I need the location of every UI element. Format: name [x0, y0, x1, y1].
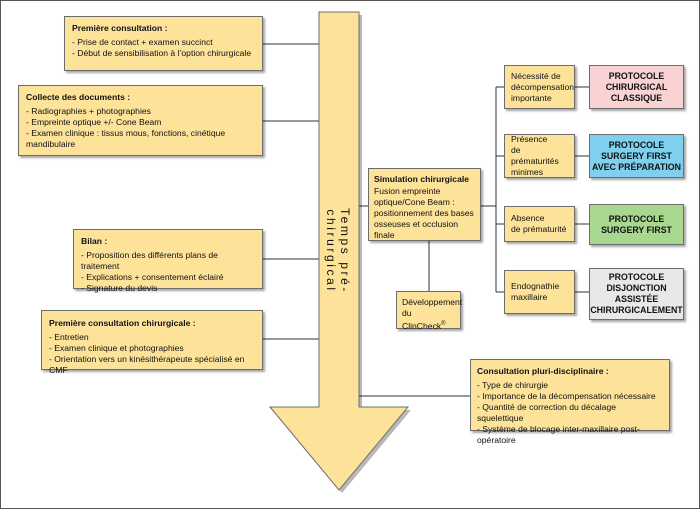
premiere-consultation-chirurgicale-box: Première consultation chirurgicale : Ent… — [41, 310, 263, 375]
bilan-item: Proposition des différents plans de trai… — [81, 250, 255, 272]
timeline-label: Temps pré-chirurgical — [324, 207, 352, 295]
simulation-title: Simulation chirurgicale — [374, 174, 470, 184]
consultation-pluri-item: Importance de la décompensation nécessai… — [477, 391, 663, 402]
condition-absence-prematurite: Absence de prématurité — [504, 206, 575, 242]
protocol-chirurgical-classique: PROTOCOLE CHIRURGICAL CLASSIQUE — [589, 65, 684, 109]
simulation-box: Simulation chirurgicale Fusion empreinte… — [368, 168, 481, 241]
premiere-consultation-chirurgicale-item: Orientation vers un kinésithérapeute spé… — [49, 354, 255, 376]
premiere-consultation-item: Début de sensibilisation à l’option chir… — [72, 48, 255, 59]
registered-mark: ® — [441, 321, 446, 327]
protocol-surgery-first-preparation: PROTOCOLE SURGERY FIRST AVEC PRÉPARATION — [589, 134, 684, 178]
collecte-documents-box: Collecte des documents : Radiographies +… — [18, 85, 263, 156]
collecte-documents-item: Examen clinique : tissus mous, fonctions… — [26, 128, 255, 150]
premiere-consultation-title: Première consultation : — [72, 23, 168, 33]
bilan-item: Explications + consentement éclairé — [81, 272, 255, 283]
simulation-text: Fusion empreinte optique/Cone Beam : pos… — [374, 186, 474, 240]
bilan-title: Bilan : — [81, 236, 108, 246]
premiere-consultation-item: Prise de contact + examen succinct — [72, 37, 255, 48]
condition-decompensation: Nécessité de décompensation importante — [504, 65, 575, 109]
consultation-pluri-item: Quantité de correction du décalage squel… — [477, 402, 663, 424]
protocol-surgery-first: PROTOCOLE SURGERY FIRST — [589, 204, 684, 245]
condition-endognathie: Endognathie maxillaire — [504, 270, 575, 314]
consultation-pluri-item: Système de blocage inter-maxillaire post… — [477, 424, 663, 446]
developpement-text: Développement du ClinCheck — [402, 297, 463, 331]
collecte-documents-item: Radiographies + photographies — [26, 106, 255, 117]
consultation-pluri-box: Consultation pluri-disciplinaire : Type … — [470, 359, 670, 445]
collecte-documents-title: Collecte des documents : — [26, 92, 131, 102]
consultation-pluri-item: Type de chirurgie — [477, 380, 663, 391]
premiere-consultation-chirurgicale-item: Examen clinique et photographies — [49, 343, 255, 354]
collecte-documents-item: Empreinte optique +/- Cone Beam — [26, 117, 255, 128]
bilan-item: Signature du devis — [81, 283, 255, 294]
premiere-consultation-box: Première consultation : Prise de contact… — [64, 16, 263, 71]
developpement-clincheck-box: Développement du ClinCheck® — [396, 291, 463, 331]
bilan-box: Bilan : Proposition des différents plans… — [73, 229, 263, 293]
condition-prematurites-minimes: Présence de prématurités minimes — [504, 134, 575, 178]
timeline-arrow — [268, 11, 410, 491]
protocol-disjonction: PROTOCOLE DISJONCTION ASSISTÉE CHIRURGIC… — [589, 268, 684, 320]
premiere-consultation-chirurgicale-title: Première consultation chirurgicale : — [49, 318, 196, 328]
premiere-consultation-chirurgicale-item: Entretien — [49, 332, 255, 343]
consultation-pluri-title: Consultation pluri-disciplinaire : — [477, 366, 609, 376]
